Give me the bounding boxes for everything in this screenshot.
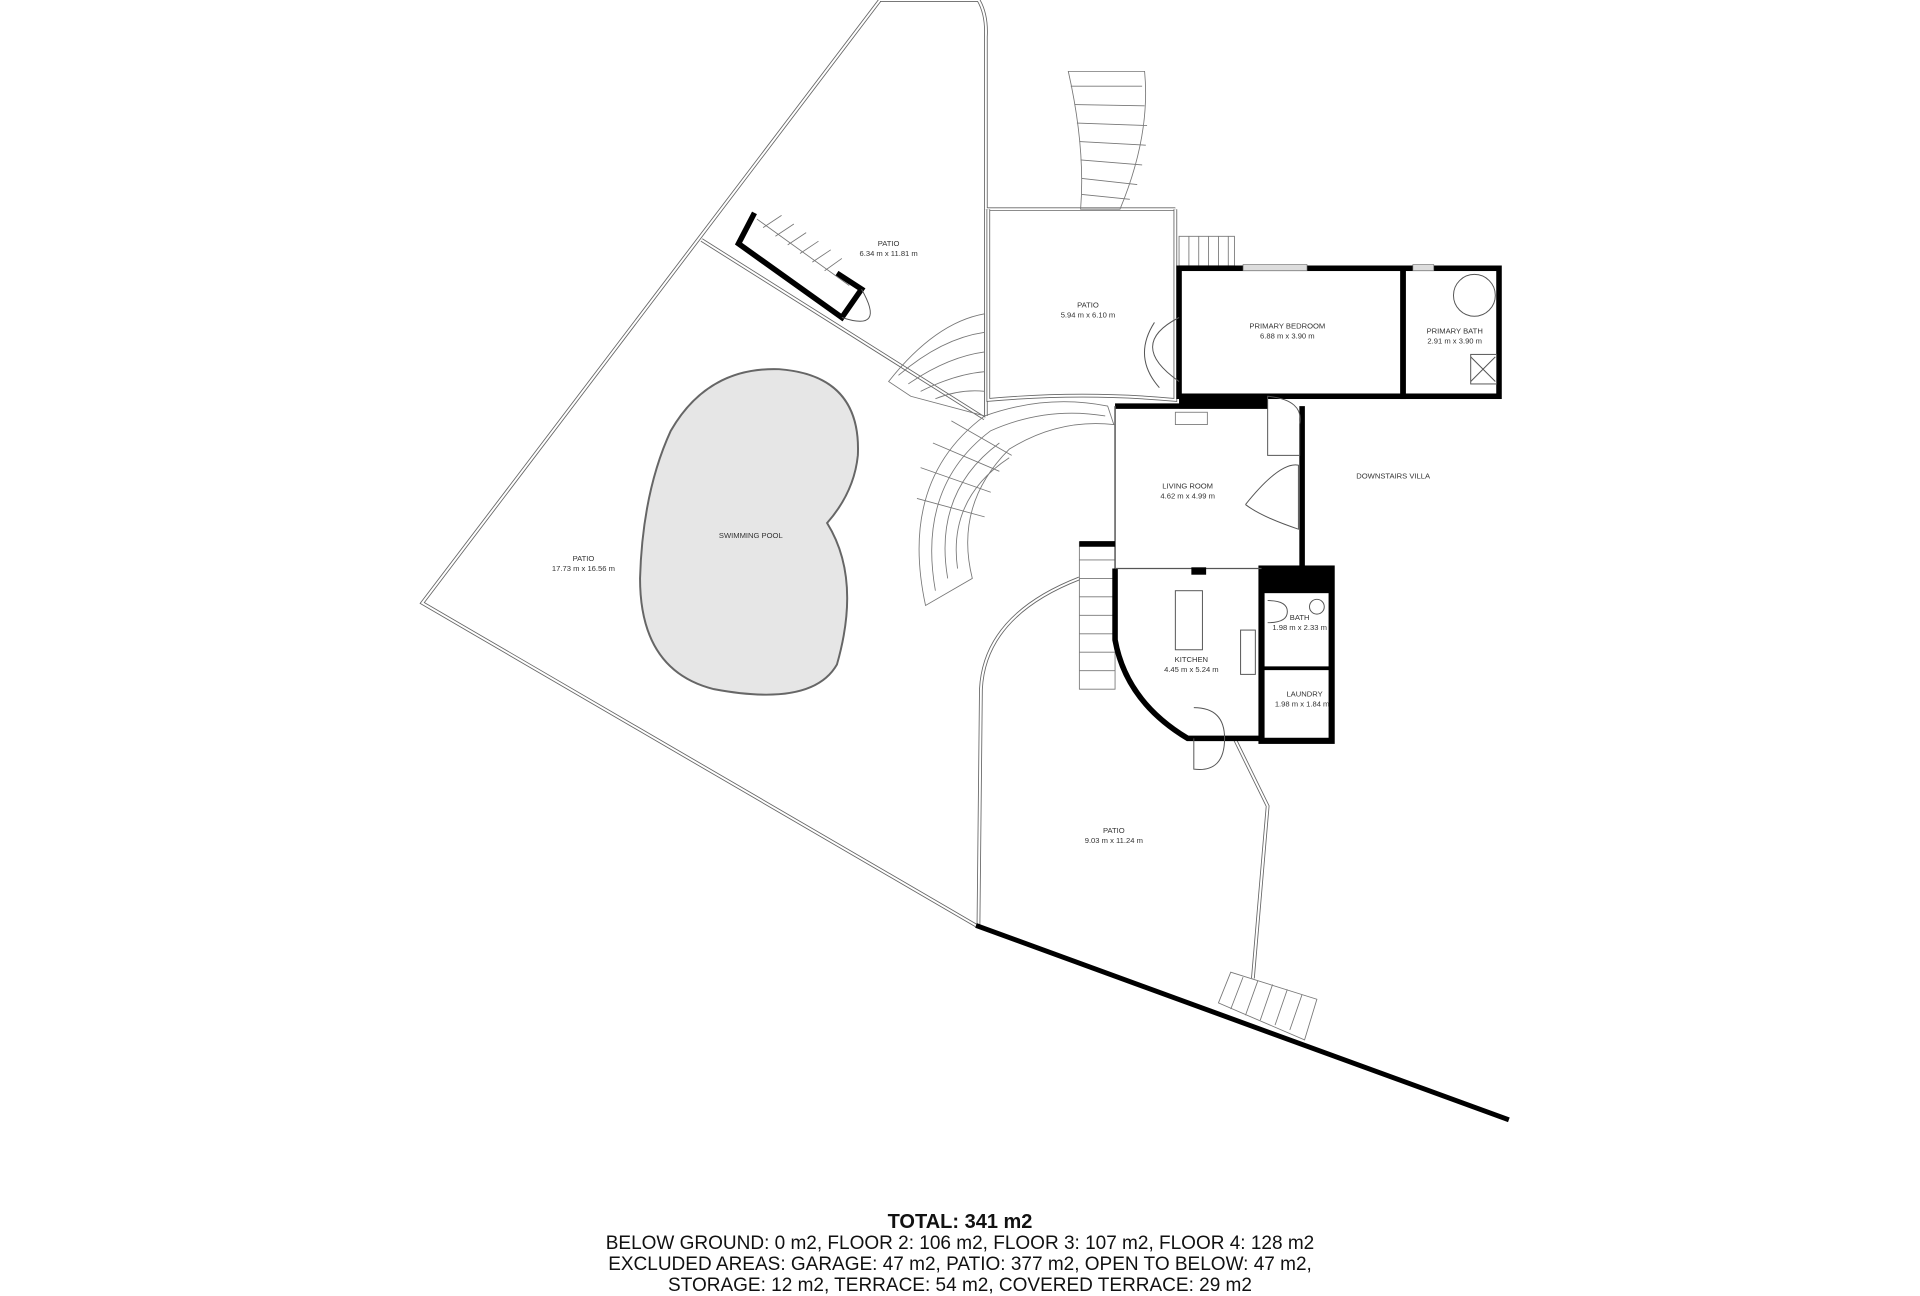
primary-bath-name: PRIMARY BATH [1427, 326, 1483, 335]
patio-bottom-dims: 9.03 m x 11.24 m [1085, 836, 1143, 845]
patio-bottom-name: PATIO [1103, 826, 1125, 835]
living-room-name: LIVING ROOM [1162, 482, 1213, 491]
patio-center-name: PATIO [1077, 301, 1099, 310]
room-labels: PATIO 6.34 m x 11.81 m PATIO 5.94 m x 6.… [552, 239, 1483, 845]
downstairs-villa-name: DOWNSTAIRS VILLA [1356, 472, 1431, 481]
exterior-stairs [887, 70, 1318, 1041]
property-boundary-wall [975, 923, 1510, 1123]
excluded-areas: EXCLUDED AREAS: GARAGE: 47 m2, PATIO: 37… [608, 1254, 1312, 1275]
patio-boundaries [419, 0, 1270, 979]
bath-name: BATH [1290, 613, 1310, 622]
primary-bath-dims: 2.91 m x 3.90 m [1427, 336, 1482, 345]
swimming-pool-name: SWIMMING POOL [719, 531, 783, 540]
laundry-dims: 1.98 m x 1.84 m [1275, 699, 1330, 708]
swimming-pool [639, 368, 859, 696]
floor-areas: BELOW GROUND: 0 m2, FLOOR 2: 106 m2, FLO… [605, 1233, 1315, 1254]
patio-left-name: PATIO [573, 554, 595, 563]
stair-enclosure [734, 211, 871, 322]
laundry-name: LAUNDRY [1286, 690, 1322, 699]
excluded-areas-continued: STORAGE: 12 m2, TERRACE: 54 m2, COVERED … [668, 1275, 1252, 1296]
kitchen-dims: 4.45 m x 5.24 m [1164, 665, 1219, 674]
patio-left-dims: 17.73 m x 16.56 m [552, 564, 615, 573]
patio-top-dims: 6.34 m x 11.81 m [860, 249, 918, 258]
patio-center-dims: 5.94 m x 6.10 m [1061, 311, 1116, 320]
primary-bedroom-dims: 6.88 m x 3.90 m [1260, 331, 1315, 340]
primary-bedroom-name: PRIMARY BEDROOM [1249, 322, 1325, 331]
building-walls [1079, 264, 1502, 770]
patio-top-name: PATIO [878, 239, 900, 248]
total-area: TOTAL: 341 m2 [887, 1211, 1033, 1233]
bath-dims: 1.98 m x 2.33 m [1272, 623, 1327, 632]
living-room-dims: 4.62 m x 4.99 m [1160, 491, 1215, 500]
kitchen-name: KITCHEN [1175, 655, 1208, 664]
area-summary: TOTAL: 341 m2 BELOW GROUND: 0 m2, FLOOR … [0, 1211, 1920, 1296]
